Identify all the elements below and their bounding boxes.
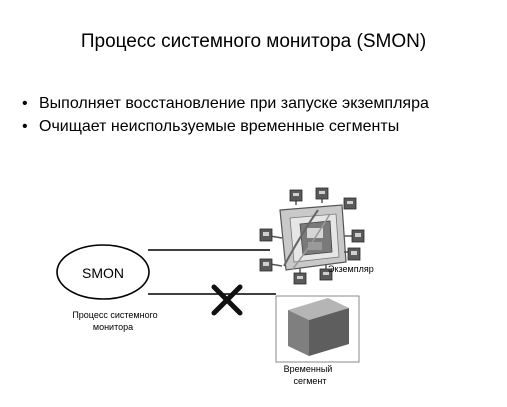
bullet-item-cleanup: • Очищает неиспользуемые временные сегме… bbox=[22, 115, 429, 138]
smon-process-ellipse bbox=[56, 244, 150, 300]
instance-machine-icon bbox=[259, 187, 365, 285]
slide-title: Процесс системного монитора (SMON) bbox=[80, 31, 427, 52]
segment-caption-line1: Временный bbox=[284, 364, 333, 374]
smon-process-label: SMON bbox=[82, 265, 124, 281]
temporary-segment-cube-icon bbox=[275, 295, 360, 363]
bullet-text-recovery: Выполняет восстановление при запуске экз… bbox=[39, 95, 429, 112]
bullet-marker: • bbox=[22, 95, 28, 112]
instance-label: Экземпляр bbox=[328, 264, 374, 274]
bullet-text-cleanup: Очищает неиспользуемые временные сегмент… bbox=[39, 118, 400, 135]
process-caption-line2: монитора bbox=[93, 322, 133, 332]
segment-caption-line2: сегмент bbox=[293, 376, 326, 386]
bullet-list: • Выполняет восстановление при запуске э… bbox=[22, 92, 429, 138]
bullet-item-recovery: • Выполняет восстановление при запуске э… bbox=[22, 92, 429, 115]
process-caption-line1: Процесс системного bbox=[72, 310, 157, 320]
bullet-marker: • bbox=[22, 118, 28, 135]
cross-icon bbox=[211, 284, 243, 316]
